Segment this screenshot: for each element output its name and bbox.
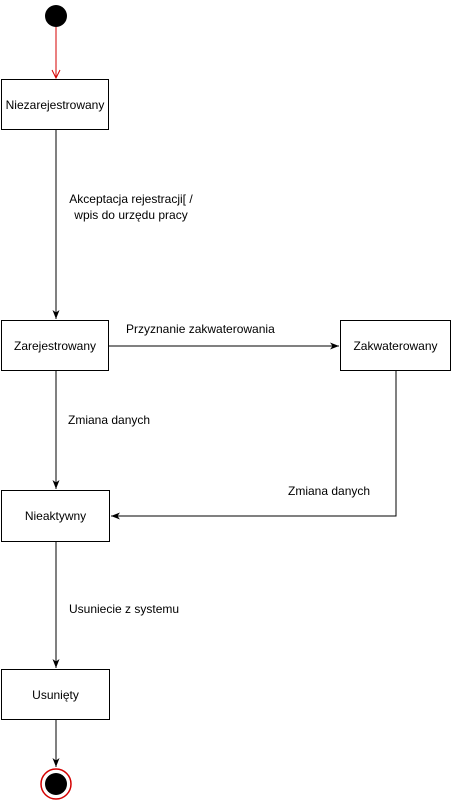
state-label: Zakwaterowany xyxy=(353,338,438,353)
state-label: Zarejestrowany xyxy=(13,338,97,353)
state-zarejestrowany: Zarejestrowany xyxy=(1,320,109,371)
transition-label-line: wpis do urzędu pracy xyxy=(74,208,188,222)
transition-arrow-data-change-right xyxy=(111,371,397,520)
state-usuniety: Usunięty xyxy=(1,669,110,720)
state-zakwaterowany: Zakwaterowany xyxy=(340,320,451,371)
state-nieaktywny: Nieaktywny xyxy=(1,490,110,542)
state-label: Usunięty xyxy=(32,687,79,702)
state-label: Niezarejestrowany xyxy=(5,97,105,112)
state-niezarejestrowany: Niezarejestrowany xyxy=(1,79,109,130)
final-node-core xyxy=(45,773,67,795)
transition-label-removal: Usuniecie z systemu xyxy=(69,602,180,616)
state-label: Nieaktywny xyxy=(24,509,87,523)
transition-label-data-change-right: Zmiana danych xyxy=(288,484,371,498)
transition-label-data-change-left: Zmiana danych xyxy=(68,413,151,427)
transition-label-accommodation: Przyznanie zakwaterowania xyxy=(126,322,275,336)
transition-label-registration: Akceptacja rejestracji[ / wpis do urzędu… xyxy=(62,191,200,223)
initial-node xyxy=(45,5,67,27)
transition-label-line: Akceptacja rejestracji[ / xyxy=(69,192,193,206)
